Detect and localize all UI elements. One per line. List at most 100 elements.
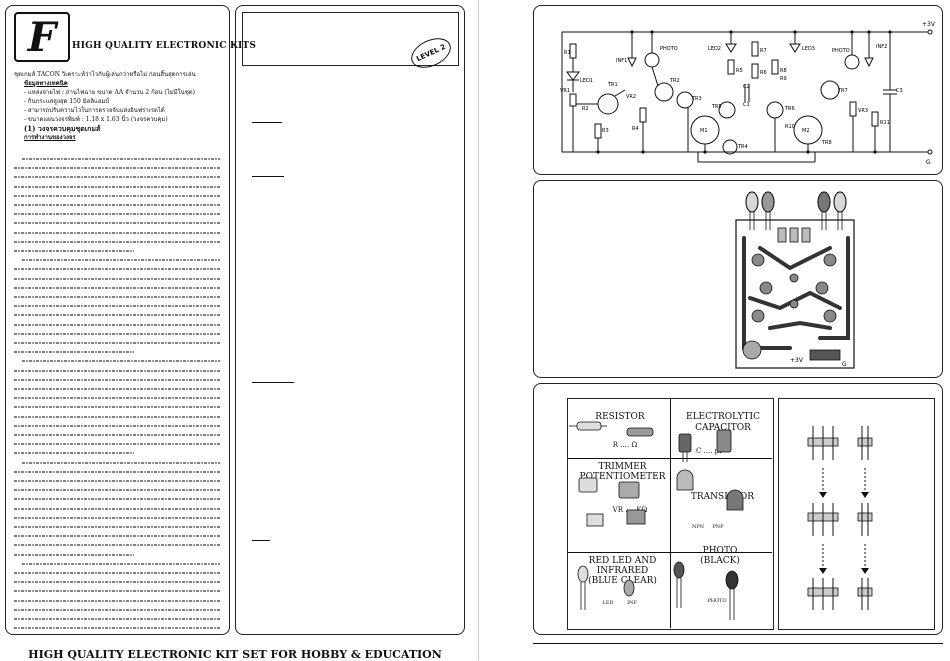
component-drawings — [569, 421, 744, 620]
component-label: R8 — [780, 68, 787, 74]
paragraph-text-line — [14, 332, 220, 335]
capacitor-label: CAPACITOR — [695, 423, 751, 433]
component-label: R3 — [602, 128, 609, 134]
paragraph-text-line — [14, 535, 220, 538]
paragraph-text-line — [14, 443, 220, 446]
grid-line — [670, 398, 671, 628]
paragraph-text-line — [14, 526, 220, 528]
component-label: TR2 — [669, 78, 680, 84]
component-label: VR3 — [858, 108, 868, 114]
paragraph-text-line — [22, 158, 220, 160]
component-label: TR8 — [821, 140, 832, 146]
assembly-steps-box — [778, 398, 935, 630]
paragraph-text-line — [14, 608, 220, 611]
paragraph-text-line — [14, 369, 220, 372]
paragraph-text-line — [14, 194, 220, 197]
section-heading: (1) วงจรควบคุมชุดเกมส์ — [24, 124, 101, 133]
component-label: LED3 — [802, 46, 815, 52]
level-text: LEVEL 2 — [415, 42, 447, 64]
paragraph-text-line — [14, 342, 220, 344]
paragraph-text-line — [14, 480, 220, 482]
component-label: PHOTO — [832, 48, 850, 54]
resistor-label: RESISTOR — [595, 412, 645, 422]
potentiometer-label: POTENTIOMETER — [579, 472, 666, 482]
paragraph-text-line — [22, 360, 220, 363]
paragraph-text-line — [14, 553, 134, 556]
page-divider — [478, 0, 479, 660]
r-value-label: R .... Ω — [612, 441, 638, 449]
component-label: R4 — [632, 126, 639, 132]
paragraph-text-line — [22, 259, 220, 262]
page-title: HIGH QUALITY ELECTRONIC KITS — [72, 41, 257, 51]
transistor-label: TRANSISTOR — [690, 492, 755, 502]
component-label: INF2 — [876, 44, 887, 50]
component-label: M2 — [802, 128, 810, 134]
component-label: TR7 — [837, 88, 848, 94]
component-label: R9 — [780, 76, 787, 82]
note-heading-rule — [252, 540, 270, 541]
photo-small-label: PHOTO — [707, 598, 727, 604]
paragraph-text-line — [14, 581, 220, 584]
component-label: C1 — [743, 102, 750, 108]
red-led-label: RED LED AND — [588, 556, 657, 566]
paragraph-text-line — [14, 167, 220, 170]
component-label: C2 — [743, 84, 750, 90]
paragraph-text-line — [14, 498, 220, 501]
note-heading-rule — [252, 382, 294, 383]
component-label: PHOTO — [660, 46, 678, 52]
component-label: M1 — [700, 128, 708, 134]
paragraph-text-line — [14, 470, 220, 473]
paragraph-text-line — [14, 378, 220, 381]
component-label: TR5 — [711, 104, 722, 110]
paragraph-text-line — [14, 452, 134, 455]
logo-letter: F — [27, 13, 57, 61]
paragraph-text-line — [14, 231, 220, 234]
paragraph-text-line — [14, 213, 220, 216]
electrolytic-label: ELECTROLYTIC — [686, 412, 760, 422]
component-label: R7 — [760, 48, 767, 54]
spec-line: - สามารถปรับความไวในการตรวจจับแสงอินฟราเ… — [24, 107, 165, 114]
brand-logo: F — [14, 12, 70, 62]
paragraph-text-line — [14, 185, 220, 188]
paragraph-text-line — [22, 461, 220, 464]
spec-line: - กินกระแสสูงสุด 150 มิลลิแอมป์ — [24, 98, 110, 105]
text-panel-main — [5, 5, 230, 635]
infrared-label: INFRARED — [596, 566, 649, 576]
grid-line — [567, 458, 772, 459]
component-label: R6 — [760, 70, 767, 76]
component-label: C3 — [896, 88, 903, 94]
component-label: R1 — [564, 50, 571, 56]
paragraph-text-line — [14, 507, 220, 510]
paragraph-text-line — [14, 388, 220, 390]
operation-heading: การทำงานของวงจร — [24, 134, 76, 141]
paragraph-text-line — [14, 434, 220, 436]
paragraph-text-line — [14, 286, 220, 289]
bottom-rule — [533, 643, 943, 644]
paragraph-text-line — [14, 590, 220, 593]
paragraph-text-line — [14, 240, 220, 243]
paragraph-text-line — [14, 314, 220, 317]
paragraph-text-line — [14, 323, 220, 326]
note-heading-rule — [252, 176, 284, 177]
level-box — [242, 12, 459, 66]
paragraph-text-line — [14, 415, 220, 418]
supply-positive-label: +3V — [922, 21, 936, 28]
paragraph-text-line — [14, 222, 220, 225]
black-label: (BLACK) — [700, 556, 740, 566]
blue-clear-label: (BLUE CLEAR) — [588, 576, 657, 586]
component-label: TR4 — [737, 144, 748, 150]
pcb-ground-label: G — [842, 361, 847, 368]
component-label: VR2 — [626, 94, 636, 100]
paragraph-text-line — [14, 351, 134, 354]
paragraph-text-line — [14, 599, 220, 602]
paragraph-text-line — [14, 250, 134, 252]
paragraph-text-line — [14, 268, 220, 271]
trimmer-label: TRIMMER — [598, 462, 647, 472]
component-label: LED2 — [708, 46, 721, 52]
pcb-supply-label: +3V — [790, 357, 804, 364]
component-label: TR1 — [607, 82, 618, 88]
inf-small-label: INF — [627, 600, 637, 606]
paragraph-text-line — [14, 277, 220, 280]
paragraph-text-line — [22, 562, 220, 565]
tech-heading: ข้อมูลทางเทคนิค — [24, 80, 68, 87]
